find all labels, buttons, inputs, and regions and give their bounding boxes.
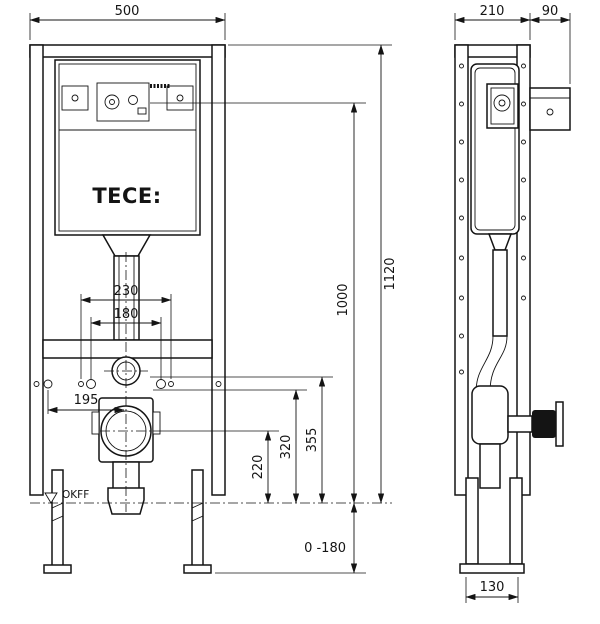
brand-logo: TECE:	[92, 184, 161, 208]
vent-slots	[150, 84, 170, 88]
dim-front-width: 500	[29, 4, 226, 40]
dim-foot-adjustment-label: 0 -180	[304, 541, 346, 556]
drain-wall-fitting	[532, 401, 564, 447]
dim-foot-adjustment: 0 -180	[215, 502, 366, 574]
front-feet	[43, 469, 212, 574]
dim-height-320: 320	[153, 389, 307, 504]
dim-actuation-height: 1000	[150, 102, 366, 504]
dim-side-depth: 210	[454, 4, 531, 40]
dim-front-width-label: 500	[115, 4, 140, 19]
dim-fixing-span-inner: 180	[90, 307, 162, 379]
dim-total-height-label: 1120	[383, 257, 398, 290]
dimensions: 500 210 90 1120 1000 230	[29, 4, 571, 603]
dim-height-355-label: 355	[305, 428, 320, 453]
mounting-crossbar	[42, 339, 213, 389]
dim-outlet-height-label: 220	[251, 455, 266, 480]
dim-fixing-span-outer-label: 230	[114, 284, 139, 299]
dim-outlet-height: 220	[153, 430, 279, 504]
dim-foot-plate-depth: 130	[465, 577, 519, 603]
front-cistern	[54, 59, 201, 236]
side-view	[454, 44, 571, 574]
dim-wall-bracket-depth: 90	[529, 4, 571, 84]
dim-fixing-span-outer: 230	[80, 284, 172, 379]
side-feet	[459, 477, 525, 574]
dim-actuation-height-label: 1000	[336, 283, 351, 316]
front-view: TECE:	[29, 44, 226, 574]
dim-side-depth-label: 210	[480, 4, 505, 19]
side-frame	[454, 44, 531, 496]
dim-height-320-label: 320	[279, 435, 294, 460]
front-frame	[29, 44, 226, 496]
side-pipes	[471, 233, 533, 489]
dim-fixing-span-inner-label: 180	[114, 307, 139, 322]
dim-total-height: 1120	[228, 44, 398, 504]
dim-foot-plate-depth-label: 130	[480, 580, 505, 595]
dim-outlet-offset-label: 195	[74, 393, 99, 408]
floor-level-marker: OKFF	[30, 489, 392, 504]
side-flush-unit	[486, 83, 519, 129]
dim-outlet-offset: 195	[47, 390, 125, 414]
floor-label: OKFF	[62, 489, 89, 501]
dim-wall-bracket-depth-label: 90	[542, 4, 559, 19]
wall-bracket	[529, 87, 571, 131]
dim-height-355: 355	[150, 376, 333, 504]
centerlines	[100, 252, 152, 512]
